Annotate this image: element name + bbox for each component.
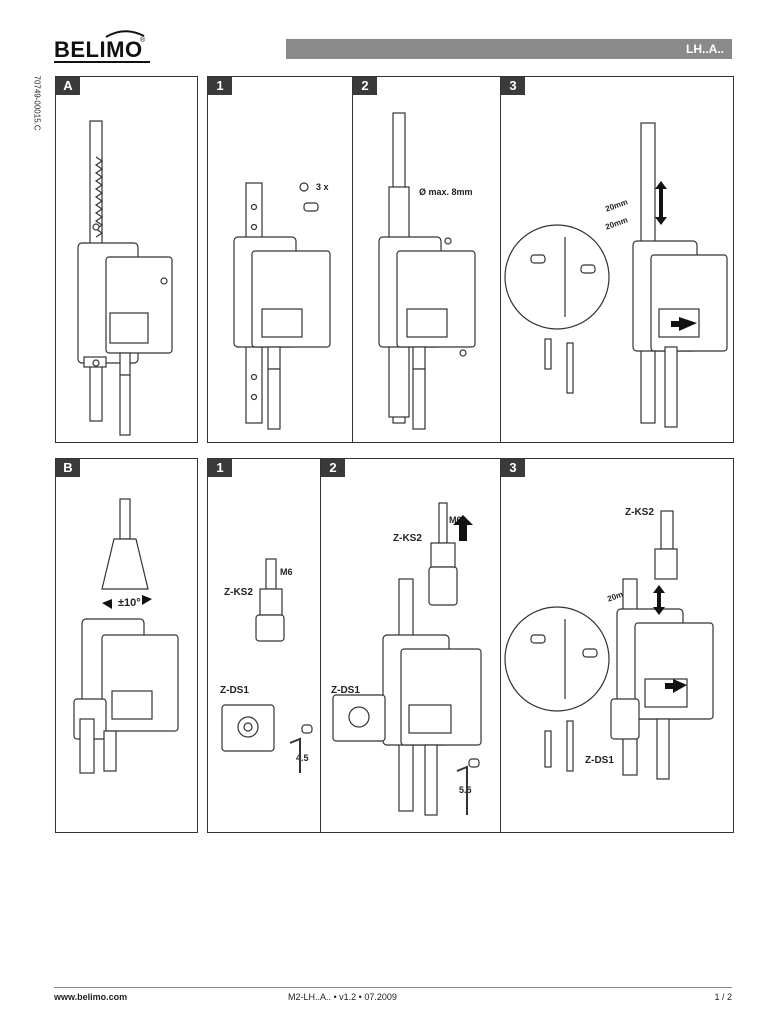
hex-key-size-label: 4.5 xyxy=(296,753,309,763)
panel-tag: 1 xyxy=(208,459,232,477)
page-title: LH..A.. xyxy=(686,42,724,56)
panel-bottom-2: 2 M6 Z-KS2 Z-DS1 5.5 xyxy=(320,458,502,833)
mounting-bracket-illustration xyxy=(233,182,331,430)
logo-arc-icon xyxy=(105,30,145,38)
z-ds1-label: Z-DS1 xyxy=(585,755,614,766)
actuator-mounted-illustration xyxy=(77,120,173,436)
panel-tag: 2 xyxy=(353,77,377,95)
panel-tag: 2 xyxy=(321,459,345,477)
z-ks2-label: Z-KS2 xyxy=(224,587,253,598)
angle-tolerance-label: ±10° xyxy=(118,597,141,609)
max-diameter-label: Ø max. 8mm xyxy=(419,187,473,197)
adjustment-illustration xyxy=(504,122,728,428)
panel-top-2: 2 Ø max. 8mm xyxy=(352,76,502,443)
z-ks2-label: Z-KS2 xyxy=(625,507,654,518)
panel-tag: 1 xyxy=(208,77,232,95)
footer-doc-code: M2-LH..A.. • v1.2 • 07.2009 xyxy=(288,992,397,1002)
panel-a: A xyxy=(55,76,198,443)
screw-count-label: 3 x xyxy=(316,182,329,192)
panel-tag: 3 xyxy=(501,77,525,95)
z-ds1-label: Z-DS1 xyxy=(220,685,249,696)
panel-tag: 3 xyxy=(501,459,525,477)
panel-tag: A xyxy=(56,77,80,95)
logo-registered-mark: ® xyxy=(140,37,146,44)
hex-key-size-label: 5.5 xyxy=(459,785,472,795)
document-id-text: 70749-00015.C xyxy=(32,75,42,131)
document-id: 70749-00015.C xyxy=(30,75,42,148)
footer-page-number: 1 / 2 xyxy=(714,992,732,1002)
accessory-parts-illustration xyxy=(221,558,313,773)
footer-website-link[interactable]: www.belimo.com xyxy=(54,992,128,1002)
logo-underline xyxy=(54,61,150,63)
thread-size-label: M6 xyxy=(449,515,462,525)
angled-actuator-illustration xyxy=(73,498,179,774)
logo-text: BELIMO xyxy=(54,37,143,62)
panel-top-3: 3 20mm 20mm xyxy=(500,76,734,443)
accessory-assembly-illustration xyxy=(332,502,482,816)
panel-bottom-3: 3 Z-KS2 20mm Z-DS1 xyxy=(500,458,734,833)
panel-bottom-1: 1 M6 Z-KS2 Z-DS1 4.5 xyxy=(207,458,322,833)
panel-top-1: 1 3 x xyxy=(207,76,354,443)
belimo-logo: BELIMO ® xyxy=(54,30,150,64)
final-adjustment-illustration xyxy=(504,510,714,780)
z-ds1-label: Z-DS1 xyxy=(331,685,360,696)
footer-divider xyxy=(54,987,732,988)
panel-tag: B xyxy=(56,459,80,477)
thread-size-label: M6 xyxy=(280,567,293,577)
panel-b: B ±10° xyxy=(55,458,198,833)
title-bar: LH..A.. xyxy=(286,39,732,59)
spindle-mounting-illustration xyxy=(378,112,476,430)
z-ks2-label: Z-KS2 xyxy=(393,533,422,544)
